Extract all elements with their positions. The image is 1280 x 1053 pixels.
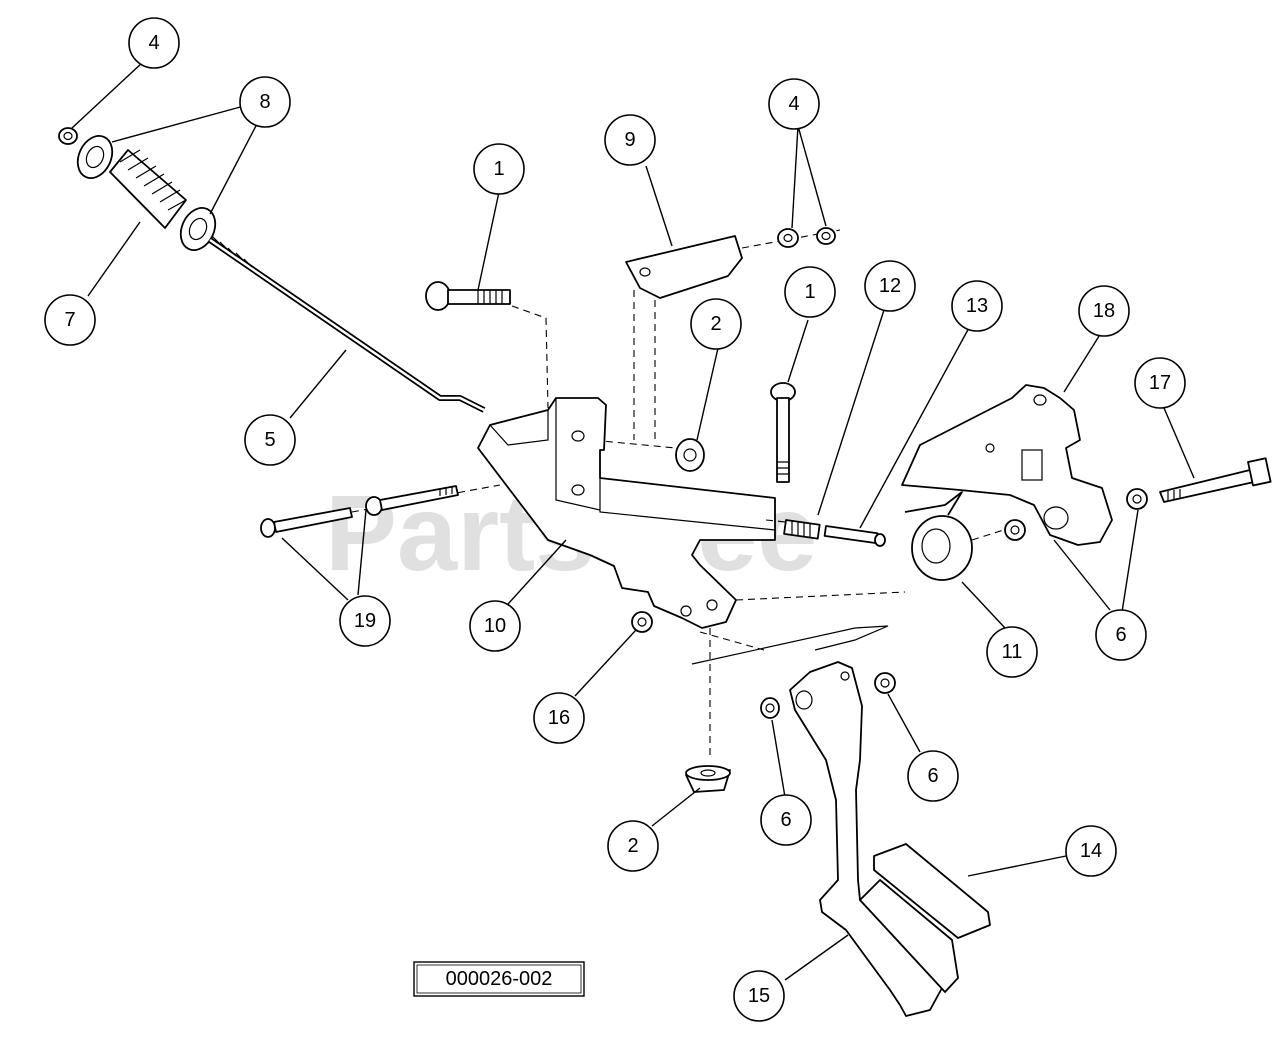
svg-text:16: 16 (548, 707, 570, 729)
part-4-nut-left (58, 127, 78, 145)
callout-6-center: 6 (907, 750, 959, 802)
svg-text:13: 13 (966, 295, 988, 317)
part-1-bolt-left (425, 281, 549, 409)
callout-5: 5 (244, 414, 296, 466)
svg-text:9: 9 (624, 129, 635, 151)
svg-text:2: 2 (627, 835, 638, 857)
svg-text:8: 8 (259, 91, 270, 113)
callout-13: 13 (951, 280, 1003, 332)
svg-text:14: 14 (1080, 840, 1102, 862)
part-4-nut-right-a (777, 228, 799, 248)
svg-text:4: 4 (788, 93, 799, 115)
part-1-bolt-vertical (770, 382, 796, 483)
figure-id-box: 000026-002 (413, 961, 585, 997)
part-11-roller (904, 491, 1011, 581)
svg-text:7: 7 (64, 309, 75, 331)
callout-1-left: 1 (473, 143, 525, 195)
svg-text:6: 6 (927, 765, 938, 787)
part-19-bolt-b (365, 485, 459, 516)
svg-text:12: 12 (879, 275, 901, 297)
svg-text:17: 17 (1149, 372, 1171, 394)
callout-15: 15 (733, 970, 785, 1022)
svg-text:11: 11 (1002, 641, 1023, 663)
callout-12: 12 (864, 260, 916, 312)
callout-4-top-left: 4 (128, 17, 180, 69)
callout-8: 8 (239, 76, 291, 128)
svg-text:1: 1 (804, 281, 815, 303)
part-6-washer-b (1126, 488, 1148, 510)
part-12-spring (783, 519, 821, 540)
part-18-plate (901, 384, 1113, 546)
svg-text:10: 10 (484, 615, 506, 637)
callout-6-lower: 6 (760, 794, 812, 846)
svg-text:4: 4 (148, 32, 159, 54)
callout-16: 16 (533, 692, 585, 744)
callout-11: 11 (986, 626, 1038, 678)
svg-text:6: 6 (1115, 624, 1126, 646)
part-2-bushing-lower (685, 765, 731, 793)
part-8-washer-bottom (179, 207, 217, 251)
callout-7: 7 (44, 294, 96, 346)
part-17-bolt (1159, 457, 1272, 503)
part-13-pin (765, 519, 886, 547)
callout-1-right: 1 (784, 266, 836, 318)
part-4-nut-right-b (816, 227, 836, 245)
svg-text:1: 1 (493, 158, 504, 180)
leader-lines (71, 61, 1195, 981)
callout-14: 14 (1065, 825, 1117, 877)
callout-2-lower: 2 (607, 820, 659, 872)
svg-text:19: 19 (354, 610, 376, 632)
svg-text:18: 18 (1093, 300, 1115, 322)
callout-9: 9 (604, 114, 656, 166)
svg-text:6: 6 (780, 809, 791, 831)
part-15-pedal-arm (691, 591, 943, 1017)
callout-2-upper: 2 (690, 298, 742, 350)
callout-17: 17 (1134, 357, 1186, 409)
part-10-bracket (477, 397, 776, 629)
part-6-washer-d (874, 672, 896, 694)
svg-text:2: 2 (710, 313, 721, 335)
part-5-rod (208, 235, 486, 413)
part-14-pedal-pad (859, 843, 991, 993)
part-8-washer-top (76, 135, 114, 179)
callout-4-top-right: 4 (768, 78, 820, 130)
part-6-washer-a (1004, 519, 1026, 541)
callout-10: 10 (469, 600, 521, 652)
part-7-spring (109, 149, 187, 229)
callout-18: 18 (1078, 285, 1130, 337)
part-16-nut (631, 611, 653, 633)
svg-text:15: 15 (748, 985, 770, 1007)
svg-text:5: 5 (264, 429, 275, 451)
part-2-bushing-upper (569, 437, 705, 472)
figure-id: 000026-002 (446, 968, 553, 990)
part-6-washer-c (760, 697, 780, 719)
callout-6-right: 6 (1095, 609, 1147, 661)
callout-19: 19 (339, 595, 391, 647)
